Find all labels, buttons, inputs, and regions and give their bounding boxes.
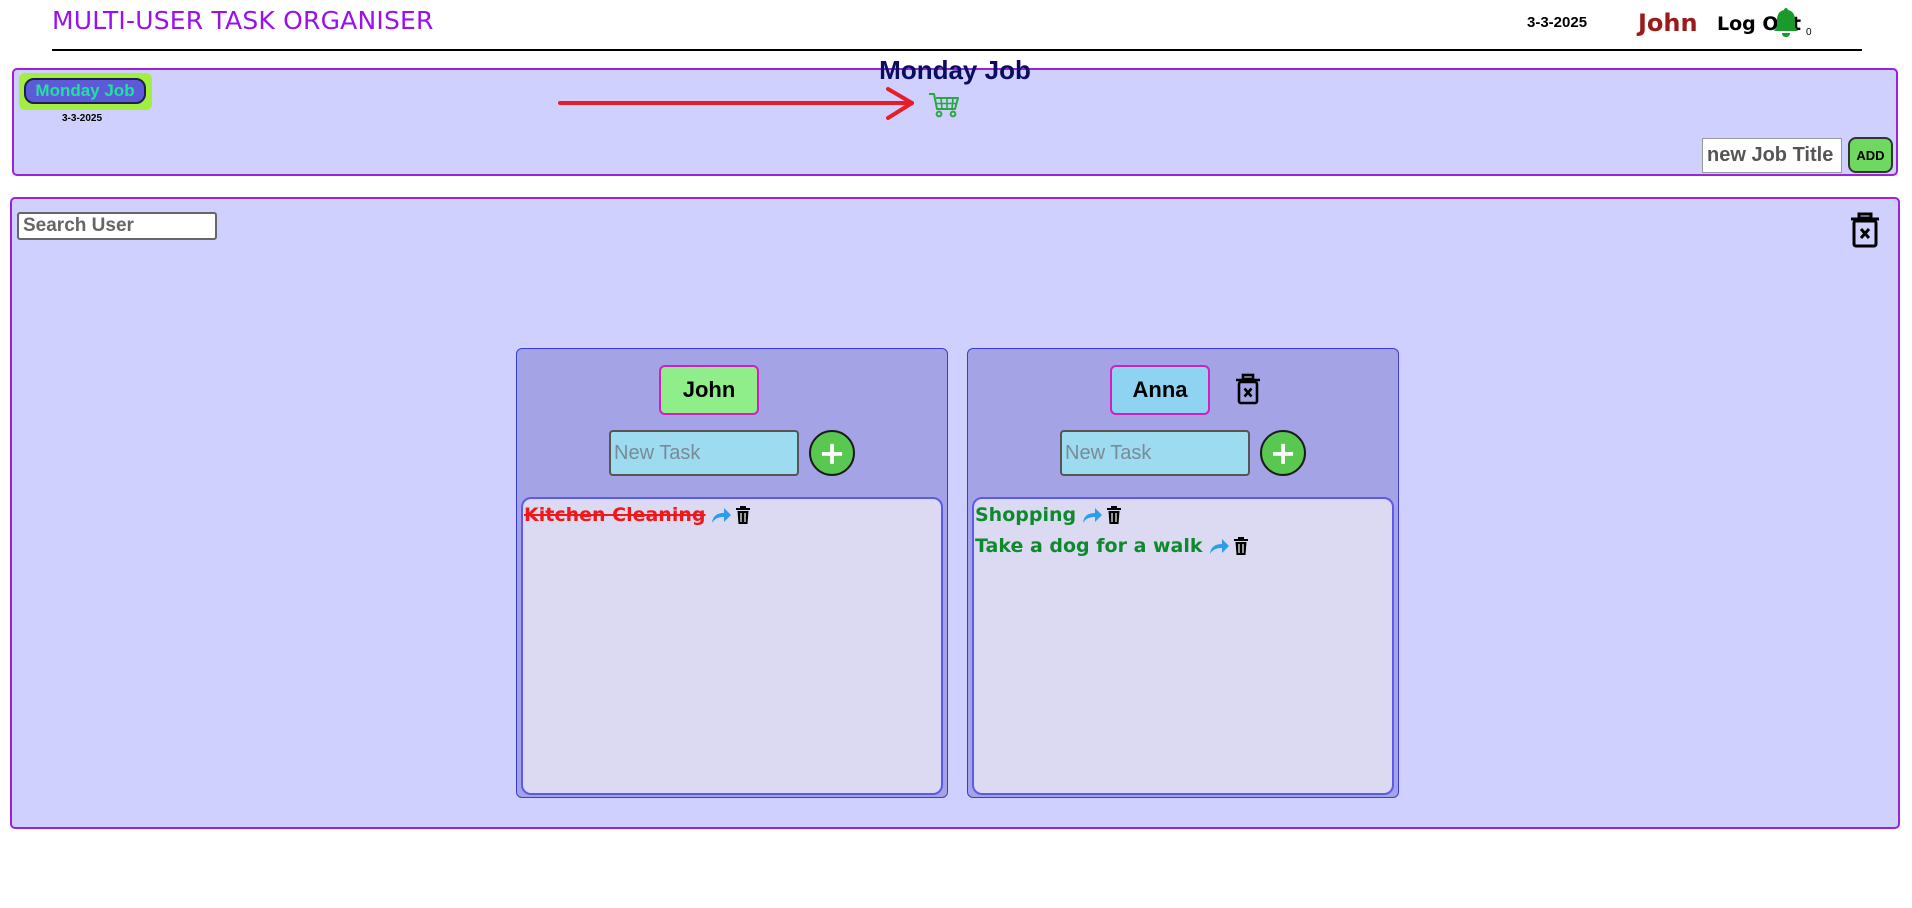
delete-job-icon[interactable] <box>1848 212 1882 248</box>
job-date: 3-3-2025 <box>62 113 103 124</box>
share-arrow-icon[interactable] <box>1208 536 1230 556</box>
task-list-anna: Shopping Take a dog for a walk <box>972 497 1394 795</box>
task-text[interactable]: Take a dog for a walk <box>975 535 1203 557</box>
user-name-john[interactable]: John <box>659 365 759 415</box>
task-row: Shopping <box>975 501 1122 529</box>
add-task-button-anna[interactable]: + <box>1260 430 1306 476</box>
user-column-anna: Anna + Shopping Take a dog for a walk <box>967 348 1399 798</box>
job-chip-selected: Monday Job <box>19 73 152 110</box>
shopping-cart-icon[interactable] <box>928 91 960 119</box>
share-arrow-icon[interactable] <box>710 505 732 525</box>
task-text[interactable]: Kitchen Cleaning <box>524 504 706 526</box>
share-arrow-icon[interactable] <box>1081 505 1103 525</box>
new-task-input-anna[interactable] <box>1060 430 1250 476</box>
user-name-anna[interactable]: Anna <box>1110 365 1210 415</box>
user-column-john: John + Kitchen Cleaning <box>516 348 948 798</box>
trash-icon[interactable] <box>1107 506 1122 524</box>
job-panel <box>10 197 1900 829</box>
selected-job-title: Monday Job <box>879 55 1031 85</box>
task-row: Take a dog for a walk <box>975 532 1248 560</box>
app-header: MULTI-USER TASK ORGANISER 3-3-2025 John … <box>52 0 1862 51</box>
notification-count: 0 <box>1806 27 1812 38</box>
add-task-button-john[interactable]: + <box>809 430 855 476</box>
add-job-button[interactable]: ADD <box>1848 137 1893 173</box>
trash-icon[interactable] <box>736 506 751 524</box>
red-arrow-annotation <box>558 87 914 120</box>
current-user-name: John <box>1638 9 1698 37</box>
task-list-john: Kitchen Cleaning <box>521 497 943 795</box>
new-job-title-input[interactable] <box>1702 138 1842 173</box>
delete-user-icon[interactable] <box>1234 373 1262 405</box>
header-date: 3-3-2025 <box>1527 14 1588 31</box>
search-user-input[interactable] <box>17 212 217 240</box>
task-text[interactable]: Shopping <box>975 504 1077 526</box>
task-row: Kitchen Cleaning <box>524 501 751 529</box>
app-title: MULTI-USER TASK ORGANISER <box>52 6 434 35</box>
new-task-input-john[interactable] <box>609 430 799 476</box>
jobs-bar: Monday Job 3-3-2025 ADD <box>12 68 1898 176</box>
trash-icon[interactable] <box>1233 537 1248 555</box>
bell-icon[interactable] <box>1772 6 1800 38</box>
job-tab-monday-job[interactable]: Monday Job <box>24 78 146 104</box>
